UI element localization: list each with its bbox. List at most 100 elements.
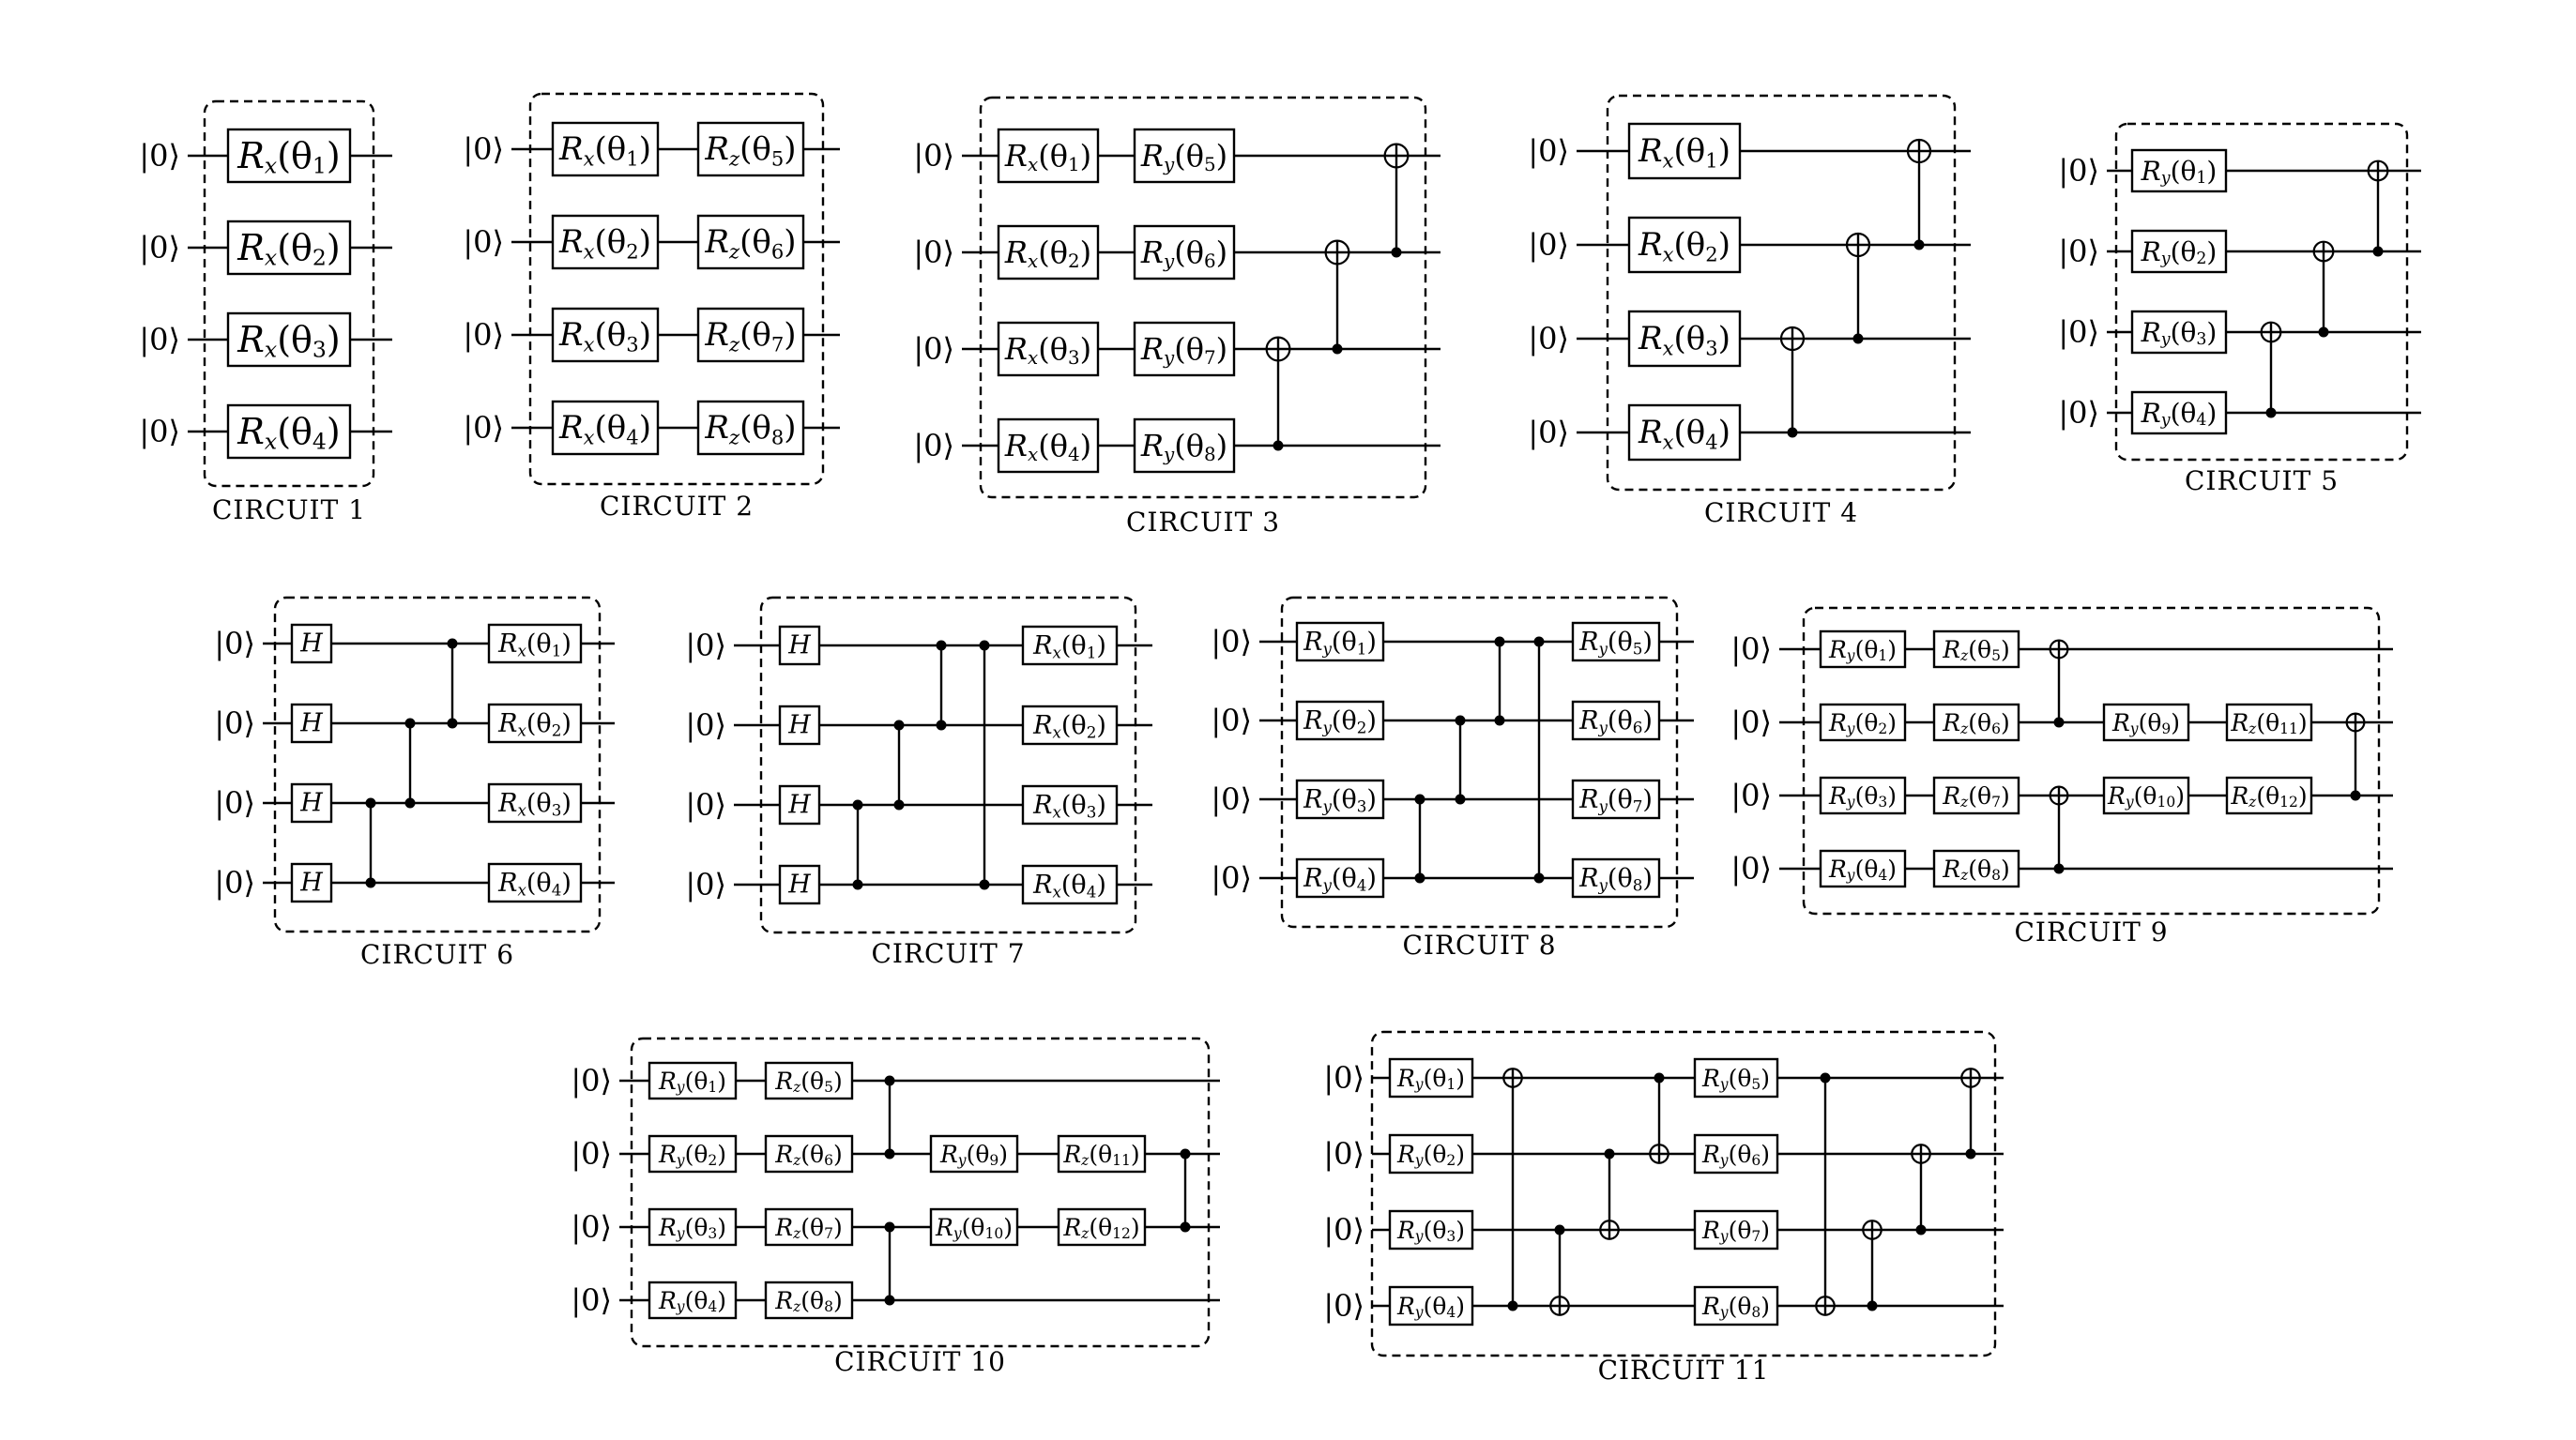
ket-label: |0⟩ xyxy=(463,410,504,446)
rotation-gate xyxy=(1932,849,2020,888)
rotation-gate xyxy=(696,400,805,456)
cz-dot xyxy=(884,1075,895,1086)
circuit-caption: CIRCUIT 10 xyxy=(834,1346,1006,1377)
ket-label: |0⟩ xyxy=(2058,395,2099,431)
gate-label: Ry(θ9) xyxy=(939,1141,1008,1170)
gate-label: Rz(θ5) xyxy=(774,1068,842,1097)
ket-label: |0⟩ xyxy=(913,235,954,270)
gate-label: Rx(θ2) xyxy=(236,227,340,271)
ket-label: |0⟩ xyxy=(139,230,180,265)
gate-label: Rx(θ3) xyxy=(1004,331,1091,368)
gate-label: Rx(θ4) xyxy=(1032,871,1106,902)
control-dot xyxy=(2053,717,2065,728)
gate-label: Ry(θ8) xyxy=(1140,428,1227,464)
gate-label: Rx(θ2) xyxy=(1032,711,1106,742)
rotation-gate xyxy=(1571,779,1661,820)
rotation-gate xyxy=(1388,1057,1474,1099)
ket-label: |0⟩ xyxy=(1730,631,1772,667)
ket-label: |0⟩ xyxy=(571,1063,612,1099)
ket-label: |0⟩ xyxy=(139,322,180,357)
ket-label: |0⟩ xyxy=(214,785,255,821)
ket-label: |0⟩ xyxy=(139,414,180,449)
gate-label: H xyxy=(299,869,323,898)
rotation-gate xyxy=(2102,776,2190,815)
circuit-caption: CIRCUIT 4 xyxy=(1704,497,1858,528)
gate-label: Rz(θ7) xyxy=(1942,782,2009,811)
gate-label: H xyxy=(787,711,811,740)
circuit-5: |0⟩|0⟩|0⟩|0⟩Ry(θ1)Ry(θ2)Ry(θ3)Ry(θ4)CIRC… xyxy=(2058,122,2421,496)
control-dot xyxy=(365,877,376,888)
gate-label: Ry(θ1) xyxy=(1828,636,1897,665)
circuit-caption: CIRCUIT 7 xyxy=(871,938,1025,969)
gate-label: Ry(θ7) xyxy=(1578,785,1653,816)
gate-label: Ry(θ6) xyxy=(1140,235,1227,271)
rotation-gate xyxy=(1057,1207,1147,1247)
circuit-8: |0⟩|0⟩|0⟩|0⟩Ry(θ1)Ry(θ2)Ry(θ3)Ry(θ4)Ry(θ… xyxy=(1211,596,1694,961)
rotation-gate xyxy=(1295,779,1385,820)
gate-label: Rx(θ4) xyxy=(1004,428,1091,464)
rotation-gate xyxy=(1295,700,1385,741)
circuit-caption: CIRCUIT 8 xyxy=(1402,930,1556,961)
rotation-gate xyxy=(1627,403,1742,462)
hadamard-gate xyxy=(290,862,333,903)
gate-label: Rx(θ4) xyxy=(1638,414,1730,453)
gate-label: Ry(θ4) xyxy=(1828,856,1897,885)
gate-label: Rx(θ3) xyxy=(236,319,340,363)
gate-label: Ry(θ6) xyxy=(1578,706,1653,737)
rotation-gate xyxy=(1819,629,1907,669)
circuit-7: |0⟩|0⟩|0⟩|0⟩HHHHRx(θ1)Rx(θ2)Rx(θ3)Rx(θ4)… xyxy=(685,596,1152,969)
gate-label: Ry(θ3) xyxy=(2141,317,2218,349)
ket-label: |0⟩ xyxy=(1528,321,1569,356)
control-dot xyxy=(1867,1300,1878,1311)
rotation-gate xyxy=(2102,703,2190,742)
ket-label: |0⟩ xyxy=(571,1209,612,1245)
cz-dot xyxy=(447,638,458,649)
gate-label: Rz(θ12) xyxy=(2230,782,2307,811)
circuit-caption: CIRCUIT 3 xyxy=(1126,507,1280,538)
gate-label: Rz(θ7) xyxy=(704,316,796,356)
ket-label: |0⟩ xyxy=(913,331,954,367)
gate-label: Ry(θ2) xyxy=(1828,709,1897,738)
control-dot xyxy=(1507,1300,1518,1311)
circuit-2: |0⟩|0⟩|0⟩|0⟩Rx(θ1)Rx(θ2)Rx(θ3)Rx(θ4)Rz(θ… xyxy=(463,92,840,522)
ket-label: |0⟩ xyxy=(214,705,255,741)
gate-label: Rz(θ8) xyxy=(704,409,796,448)
gate-label: Ry(θ4) xyxy=(1396,1293,1465,1322)
circuit-6: |0⟩|0⟩|0⟩|0⟩HHHHRx(θ1)Rx(θ2)Rx(θ3)Rx(θ4)… xyxy=(214,596,615,970)
circuit-11: |0⟩|0⟩|0⟩|0⟩Ry(θ1)Ry(θ2)Ry(θ3)Ry(θ4)Ry(θ… xyxy=(1323,1030,2004,1386)
hadamard-gate xyxy=(778,864,821,905)
gate-label: Ry(θ8) xyxy=(1578,864,1653,895)
rotation-gate xyxy=(1021,705,1119,746)
control-dot xyxy=(1820,1072,1831,1084)
rotation-gate xyxy=(1021,784,1119,826)
ket-label: |0⟩ xyxy=(685,628,726,663)
gate-label: H xyxy=(787,871,811,900)
control-dot xyxy=(447,718,458,729)
rotation-gate xyxy=(1571,621,1661,662)
control-dot xyxy=(2265,407,2277,418)
circuit-frame xyxy=(1606,94,1957,492)
rotation-gate xyxy=(1627,122,1742,180)
rotation-gate xyxy=(1693,1209,1779,1251)
ket-label: |0⟩ xyxy=(139,138,180,174)
control-dot xyxy=(1913,239,1925,250)
rotation-gate xyxy=(2225,776,2313,815)
rotation-gate xyxy=(1693,1285,1779,1326)
gate-label: Rx(θ2) xyxy=(1638,226,1730,265)
gate-label: Ry(θ2) xyxy=(1303,706,1377,737)
cz-dot xyxy=(404,718,416,729)
control-dot xyxy=(2372,246,2384,257)
control-dot xyxy=(1915,1224,1927,1235)
circuit-caption: CIRCUIT 2 xyxy=(600,491,754,522)
ket-label: |0⟩ xyxy=(1211,703,1252,738)
rotation-gate xyxy=(997,128,1100,184)
rotation-gate xyxy=(1388,1285,1474,1326)
circuit-caption: CIRCUIT 9 xyxy=(2014,917,2168,947)
control-dot xyxy=(1654,1072,1665,1084)
gate-label: Ry(θ3) xyxy=(1396,1217,1465,1246)
gate-label: Ry(θ5) xyxy=(1701,1065,1770,1094)
circuit-caption: CIRCUIT 1 xyxy=(212,494,366,525)
rotation-gate xyxy=(1021,864,1119,905)
ket-label: |0⟩ xyxy=(913,428,954,463)
